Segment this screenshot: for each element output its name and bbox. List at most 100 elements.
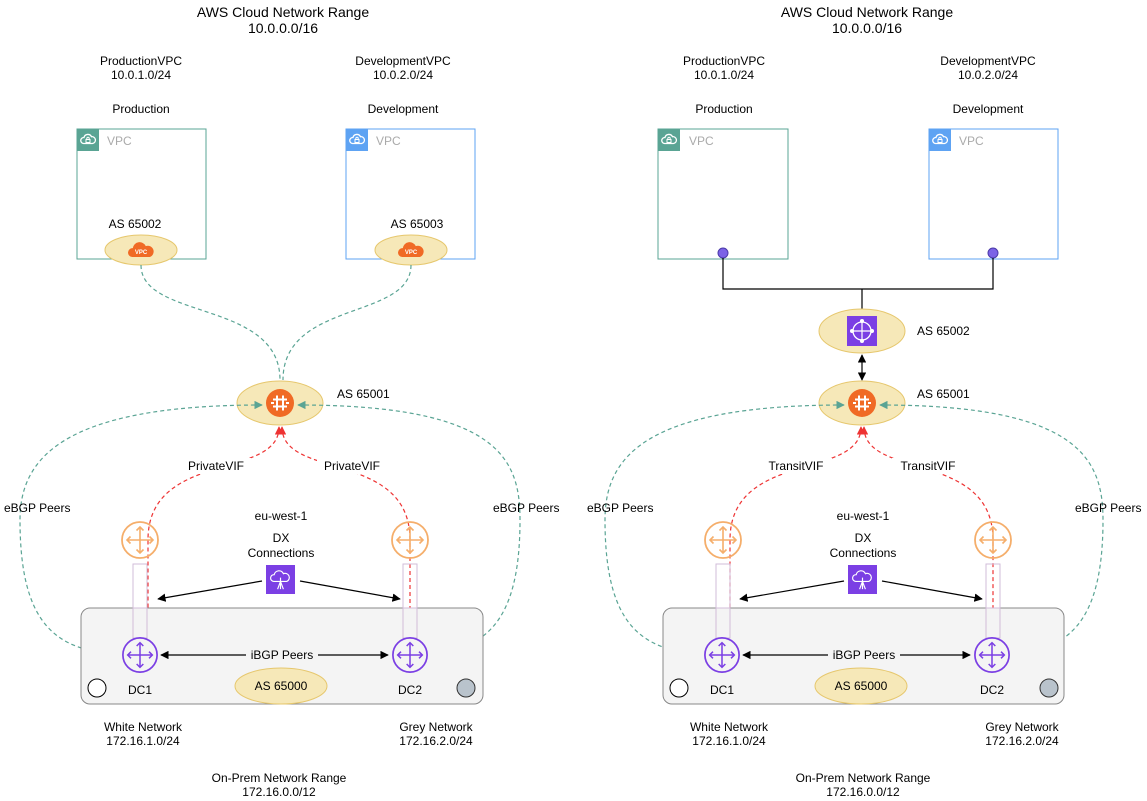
left-dx-arrow-left: [157, 580, 263, 602]
router-icon: [392, 637, 428, 673]
left-cloud-title: AWS Cloud Network Range: [197, 4, 369, 20]
right-onprem-asn: AS 65000: [835, 679, 888, 693]
left-vif-left: PrivateVIF: [188, 459, 244, 473]
right-white-cidr: 172.16.1.0/24: [692, 734, 766, 748]
left-onprem-title: On-Prem Network Range: [212, 771, 347, 785]
left-prod-vgw-text: VPC: [135, 250, 148, 256]
left-ibgp: iBGP Peers: [251, 648, 313, 662]
left-onprem-cidr: 172.16.0.0/12: [242, 785, 316, 799]
left-prod-vpc-cidr: 10.0.1.0/24: [111, 68, 171, 82]
left-ebgp-left: eBGP Peers: [4, 501, 70, 515]
left-prod-label: Production: [112, 102, 169, 116]
right-dx-line1: DX: [855, 531, 872, 545]
left-ibgp-bg: [246, 647, 318, 662]
left-dx-line1: DX: [273, 531, 290, 545]
left-ebgp-left-link: [19, 400, 263, 659]
left-vif-right: PrivateVIF: [324, 459, 380, 473]
white-circle-icon: [669, 678, 689, 698]
right-dev-attachment: [987, 247, 999, 259]
left-cloud-cidr: 10.0.0.0/16: [248, 20, 318, 36]
right-onprem-cidr: 172.16.0.0/12: [826, 785, 900, 799]
direct-connect-gateway-icon: [265, 388, 295, 418]
left-prod-asn: AS 65002: [109, 217, 162, 231]
right-dev-vpc-name: DevelopmentVPC: [940, 54, 1036, 68]
right-ebgp-left-link: [604, 400, 845, 659]
grey-circle-icon: [1039, 678, 1059, 698]
dx-location-icon: [266, 565, 295, 594]
left-prod-vpc-badge-label: VPC: [107, 134, 132, 148]
grey-circle-icon: [456, 678, 476, 698]
right-white-net: White Network: [690, 720, 769, 734]
left-dx-line2: Connections: [248, 546, 315, 560]
left-dev-vgw-text: VPC: [405, 250, 418, 256]
right-dxgw-asn: AS 65001: [917, 387, 970, 401]
left-prod-vpc-name: ProductionVPC: [100, 54, 182, 68]
left-grey-cidr: 172.16.2.0/24: [399, 734, 473, 748]
left-vif-right-bg: [317, 458, 387, 474]
left-grey-net: Grey Network: [399, 720, 473, 734]
left-vif-left-bg: [181, 458, 251, 474]
left-vif-left-link: [143, 426, 284, 641]
right-dc1-router: [704, 637, 740, 673]
left-onprem-asn: AS 65000: [255, 679, 308, 693]
dx-location-icon: [848, 565, 877, 594]
left-dx-arrow-right: [299, 580, 401, 602]
right-attachment-links: [722, 258, 994, 290]
right-dev-vpc-cidr: 10.0.2.0/24: [958, 68, 1018, 82]
router-icon: [974, 521, 1012, 559]
left-dc2-router: [392, 637, 428, 673]
right-dx-line2: Connections: [830, 546, 897, 560]
right-cloud-cidr: 10.0.0.0/16: [832, 20, 902, 36]
right-vif-right: TransitVIF: [901, 459, 956, 473]
right-onprem-asn-ellipse: [814, 667, 908, 705]
left-dev-vpc-name: DevelopmentVPC: [355, 54, 451, 68]
left-dev-vgw-link: [282, 264, 412, 381]
left-dev-vpc-cidr: 10.0.2.0/24: [373, 68, 433, 82]
left-dc1: DC1: [128, 683, 152, 697]
right-vif-left: TransitVIF: [769, 459, 824, 473]
right-ebgp-left: eBGP Peers: [587, 501, 653, 515]
left-white-cidr: 172.16.1.0/24: [106, 734, 180, 748]
left-customer-router-1: [121, 521, 159, 559]
right-dc2-router: [974, 637, 1010, 673]
right-onprem-title: On-Prem Network Range: [796, 771, 931, 785]
right-prod-label: Production: [695, 102, 752, 116]
right-customer-router-2: [974, 521, 1012, 559]
right-vif-right-bg: [892, 458, 964, 474]
left-dc2: DC2: [398, 683, 422, 697]
right-cloud-title: AWS Cloud Network Range: [781, 4, 953, 20]
left-dev-label: Development: [368, 102, 439, 116]
direct-connect-gateway-icon: [847, 388, 877, 418]
left-white-net: White Network: [104, 720, 183, 734]
right-vif-left-link: [725, 426, 866, 641]
router-icon: [122, 637, 158, 673]
right-ibgp-bg: [828, 647, 900, 662]
right-dx-arrow-left: [739, 580, 845, 602]
right-dx-arrow-right: [881, 580, 983, 602]
right-prod-attachment: [717, 247, 729, 259]
right-ebgp-right: eBGP Peers: [1075, 501, 1141, 515]
router-icon: [704, 521, 742, 559]
left-prod-vgw-link: [140, 264, 281, 381]
right-prod-vpc-name: ProductionVPC: [683, 54, 765, 68]
left-dxgw-asn: AS 65001: [337, 387, 390, 401]
right-tgw-asn: AS 65002: [917, 324, 970, 338]
right-dc1: DC1: [710, 683, 734, 697]
left-onprem-asn-ellipse: [234, 667, 328, 705]
left-ebgp-right-link: [297, 400, 521, 659]
left-dev-asn: AS 65003: [391, 217, 444, 231]
right-diagram: AWS Cloud Network Range 10.0.0.0/16 Prod…: [587, 4, 1141, 799]
left-dev-vpc-badge-label: VPC: [376, 134, 401, 148]
right-grey-cidr: 172.16.2.0/24: [985, 734, 1059, 748]
right-dev-label: Development: [953, 102, 1024, 116]
left-customer-router-2: [391, 521, 429, 559]
right-vif-left-bg: [760, 458, 832, 474]
right-grey-net: Grey Network: [985, 720, 1059, 734]
transit-gateway-icon: [847, 316, 877, 346]
router-icon: [391, 521, 429, 559]
right-dc2: DC2: [980, 683, 1004, 697]
router-icon: [704, 637, 740, 673]
right-prod-vpc-cidr: 10.0.1.0/24: [694, 68, 754, 82]
left-region: eu-west-1: [255, 509, 308, 523]
